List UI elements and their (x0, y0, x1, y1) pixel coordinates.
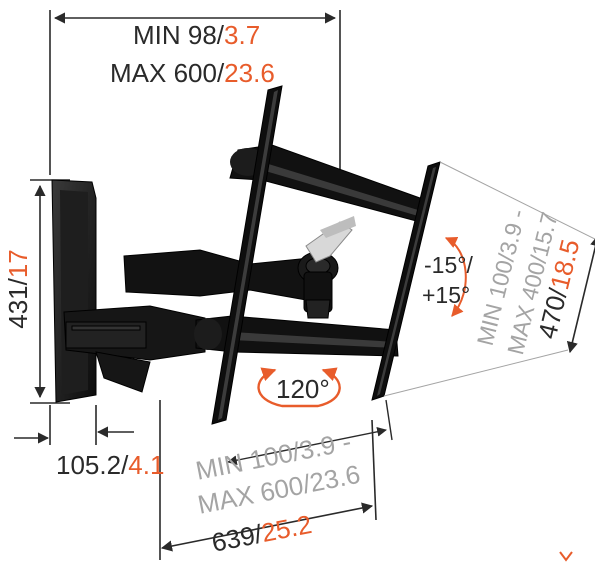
lower-rail (194, 315, 399, 357)
top-dimension-min: MIN 98/3.7 (133, 22, 260, 48)
first-arm (63, 305, 206, 393)
tilt-label-2: +15° (422, 282, 471, 308)
swivel-arc (257, 367, 341, 408)
top-dimension-line (49, 10, 341, 175)
silver-pivot (305, 216, 356, 263)
top-min-prefix: MIN 98/ (133, 20, 225, 50)
vesa-vertical-frame (383, 161, 595, 397)
left-vertical-strip (211, 85, 283, 425)
extension-line (159, 400, 377, 560)
top-max-value: 23.6 (224, 58, 275, 88)
left-height-line (30, 179, 70, 404)
wall-depth-label: 105.2/4.1 (56, 452, 164, 478)
top-max-prefix: MAX 600/ (110, 58, 225, 88)
swivel-label: 120° (276, 374, 330, 404)
wall-depth-prefix: 105.2/ (56, 450, 129, 480)
tilt-label-1: -15°/ (424, 252, 473, 278)
left-height-prefix: 431/ (2, 278, 33, 329)
second-arm (123, 249, 339, 319)
wall-plate (51, 179, 97, 403)
left-height-value: 17 (2, 249, 33, 279)
wall-depth-value: 4.1 (128, 450, 165, 480)
tilt-arc (444, 237, 467, 317)
vesa-horizontal-line (227, 399, 393, 466)
brand-mark-icon (559, 551, 573, 562)
left-height-label: 431/17 (2, 249, 33, 329)
wall-depth-line (14, 405, 134, 445)
top-dimension-max: MAX 600/23.6 (110, 60, 275, 86)
top-min-value: 3.7 (224, 20, 261, 50)
right-height-line (566, 234, 595, 354)
